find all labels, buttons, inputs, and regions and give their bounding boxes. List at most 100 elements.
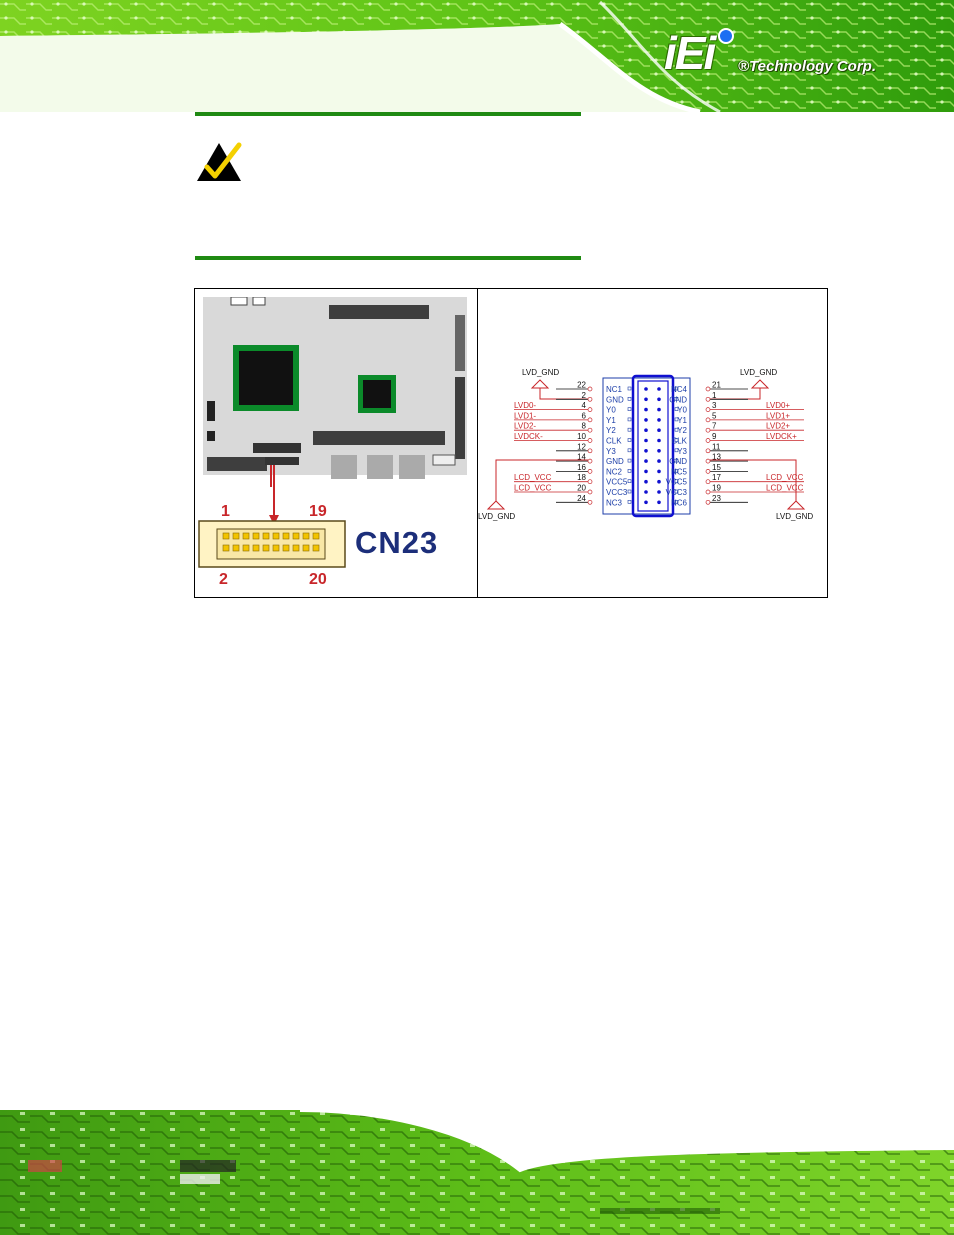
- right-pin-7-num: 13: [712, 453, 721, 462]
- right-pin-8-num: 15: [712, 463, 721, 472]
- left-pin-3-net: LVD1-: [514, 411, 536, 420]
- gnd-label-top-right: LVD_GND: [740, 368, 777, 377]
- right-pin-11-pad: [674, 500, 679, 504]
- right-pin-9-net: LCD_VCC: [766, 473, 804, 482]
- right-pin-7-contact: [657, 459, 661, 463]
- gnd-label-top-left: LVD_GND: [522, 368, 559, 377]
- right-pin-3-num: 5: [712, 411, 717, 420]
- left-pin-0-name: NC1: [606, 385, 623, 394]
- left-pin-11-name: NC3: [606, 498, 623, 507]
- right-pin-8-name: NC5: [671, 467, 688, 476]
- right-pin-3-net: LVD1+: [766, 411, 790, 420]
- right-pin-4-contact: [657, 428, 661, 432]
- right-pin-7-pad: [674, 458, 679, 463]
- left-pin-4-net: LVD2-: [514, 422, 536, 431]
- left-pin-8-num: 16: [577, 463, 586, 472]
- left-pin-2-pad: [627, 407, 632, 411]
- left-pin-2-name: Y0: [606, 406, 616, 415]
- left-pin-4-contact: [644, 428, 648, 432]
- right-pin-8-contact: [657, 469, 661, 474]
- right-pin-6-name: Y3: [677, 447, 687, 456]
- figure-divider: [477, 289, 478, 597]
- left-pin-11-contact: [644, 500, 648, 505]
- left-pin-8-marker: [587, 469, 593, 474]
- footer-banner: [0, 1110, 954, 1235]
- right-pin-9-marker: [705, 479, 711, 485]
- right-pin-1-num: 1: [712, 391, 717, 400]
- left-pin-4-marker: [587, 427, 593, 433]
- right-pin-5-net: LVDCK+: [766, 432, 797, 441]
- note-top-rule: [195, 112, 581, 116]
- right-pin-10-net: LCD_VCC: [766, 484, 804, 493]
- left-pin-0-contact: [644, 387, 648, 391]
- logo-dot-icon: [718, 28, 734, 44]
- left-pin-2-marker: [587, 407, 593, 412]
- right-pin-11-contact: [657, 500, 661, 505]
- logo-mark: iEi: [664, 27, 716, 79]
- right-pin-10-pad: [674, 489, 679, 494]
- left-pin-10-contact: [644, 490, 648, 494]
- left-pin-0-pad: [627, 386, 632, 391]
- right-pin-0-name: NC4: [671, 385, 688, 394]
- left-pin-5-pad: [627, 438, 632, 442]
- right-pin-2-marker: [705, 407, 711, 412]
- right-pin-0-contact: [657, 387, 661, 391]
- left-pin-7-pad: [627, 458, 632, 463]
- right-pin-5-contact: [657, 438, 661, 443]
- right-pin-2-net: LVD0+: [766, 401, 790, 410]
- left-pin-4-pad: [627, 427, 632, 432]
- connector-drawing: [198, 465, 346, 568]
- board-layout-image: [203, 297, 467, 487]
- left-pin-10-name: VCC3: [606, 488, 628, 497]
- header-banner: [0, 0, 954, 112]
- left-pin-7-contact: [644, 459, 648, 463]
- left-pin-10-net: LCD_VCC: [514, 484, 552, 493]
- right-pin-11-marker: [705, 499, 711, 505]
- left-pin-0-marker: [587, 386, 593, 392]
- right-pin-1-marker: [705, 396, 711, 402]
- connector-label: CN23: [355, 525, 439, 560]
- left-pin-11-pad: [627, 500, 632, 504]
- left-pin-5-num: 10: [577, 432, 586, 441]
- right-pin-9-contact: [657, 479, 661, 484]
- left-pin-7-name: GND: [606, 457, 624, 466]
- right-pin-4-name: Y2: [677, 426, 687, 435]
- left-pin-10-num: 20: [577, 484, 586, 493]
- left-pin-9-num: 18: [577, 473, 586, 482]
- right-pin-3-contact: [657, 418, 661, 422]
- left-pin-1-num: 2: [582, 391, 587, 400]
- right-pin-1-name: GND: [669, 395, 687, 404]
- right-pin-6-num: 11: [712, 442, 721, 451]
- left-pin-10-marker: [587, 489, 593, 495]
- right-pin-1-pad: [674, 396, 679, 401]
- right-pin-10-num: 19: [712, 484, 721, 493]
- left-pin-9-net: LCD_VCC: [514, 473, 552, 482]
- left-pin-3-marker: [587, 417, 593, 423]
- right-pin-3-marker: [705, 417, 711, 423]
- right-pin-5-pad: [674, 438, 679, 442]
- right-pin-10-name: VCC3: [666, 488, 688, 497]
- left-pin-5-name: CLK: [606, 437, 622, 446]
- right-pin-7-marker: [705, 458, 711, 464]
- left-pin-2-net: LVD0-: [514, 401, 536, 410]
- left-pin-3-pad: [627, 417, 632, 422]
- left-pin-3-contact: [644, 418, 648, 422]
- left-pin-5-marker: [587, 438, 593, 443]
- right-pin-9-num: 17: [712, 473, 721, 482]
- right-pin-4-net: LVD2+: [766, 422, 790, 431]
- gnd-label-bottom-right: LVD_GND: [776, 512, 813, 521]
- right-pin-5-marker: [705, 438, 711, 443]
- left-pin-1-contact: [644, 397, 648, 402]
- left-pin-7-num: 14: [577, 453, 586, 462]
- pin-label-19: 19: [309, 503, 327, 520]
- right-pin-5-name: CLK: [671, 437, 687, 446]
- right-pin-7-name: GND: [669, 457, 687, 466]
- right-pin-2-pad: [674, 407, 679, 411]
- left-pin-5-net: LVDCK-: [514, 432, 543, 441]
- left-pin-6-marker: [587, 448, 593, 454]
- right-pin-9-name: VCC5: [666, 478, 688, 487]
- left-pin-8-name: NC2: [606, 467, 623, 476]
- pin-label-1: 1: [221, 503, 230, 520]
